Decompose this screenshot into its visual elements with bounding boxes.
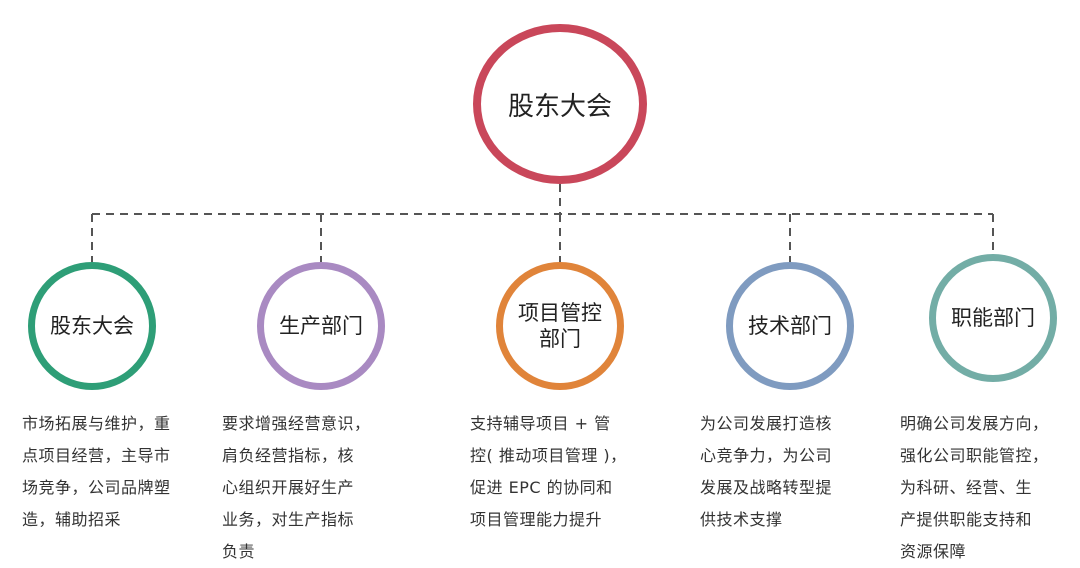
description-project-control-dept: 支持辅导项目 + 管 控( 推动项目管理 )， 促进 EPC 的协同和 项目管理… [470,414,627,529]
root-node-shareholders-meeting: 股东大会 [473,24,647,184]
node-label: 项目管控部门 [518,301,602,351]
description-functional-dept: 明确公司发展方向， 强化公司职能管控， 为科研、经营、生 产提供职能支持和 资源… [900,414,1049,561]
node-functional-dept: 职能部门 [929,254,1057,382]
description-production-dept: 要求增强经营意识， 肩负经营指标，核 心组织开展好生产 业务，对生产指标 负责 [222,414,371,561]
node-label: 职能部门 [951,306,1035,330]
node-label: 生产部门 [279,314,363,338]
node-label: 技术部门 [748,314,832,338]
node-label: 股东大会 [50,314,134,338]
description-technology-dept: 为公司发展打造核 心竞争力，为公司 发展及战略转型提 供技术支撑 [700,414,833,529]
description-shareholders-meeting: 市场拓展与维护，重 点项目经营，主导市 场竞争，公司品牌塑 造，辅助招采 [22,414,171,529]
node-production-dept: 生产部门 [257,262,385,390]
node-technology-dept: 技术部门 [726,262,854,390]
node-shareholders-meeting: 股东大会 [28,262,156,390]
node-project-control-dept: 项目管控部门 [496,262,624,390]
root-node-label: 股东大会 [507,91,612,122]
